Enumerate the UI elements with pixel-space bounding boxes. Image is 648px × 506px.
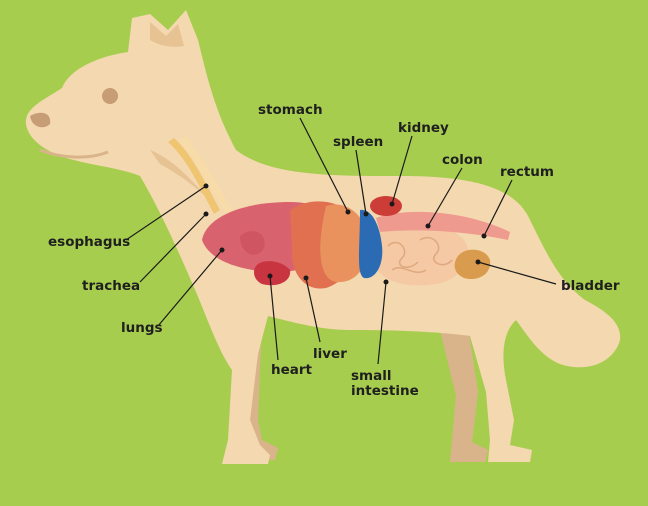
leader-lines — [125, 117, 557, 365]
labels: stomach spleen kidney colon rectum esoph… — [48, 102, 620, 399]
leader-trachea — [139, 213, 207, 283]
leader-heart — [269, 275, 279, 361]
small-intestine-organ — [369, 222, 469, 286]
colon-organ — [376, 211, 510, 240]
leader-liver — [305, 277, 321, 343]
nose — [30, 112, 51, 128]
organs — [202, 196, 510, 289]
label-small-intestine-line1: small — [351, 368, 391, 384]
leader-colon — [427, 167, 463, 227]
leader-stomach — [299, 117, 349, 213]
leader-small-intestine — [377, 281, 387, 365]
label-heart: heart — [271, 362, 313, 378]
leader-esophagus — [125, 185, 207, 241]
label-bladder: bladder — [561, 278, 620, 294]
leader-bladder — [477, 261, 557, 285]
leader-lungs — [157, 249, 223, 327]
bladder-organ — [454, 249, 491, 280]
leader-kidney — [391, 135, 413, 205]
spleen-organ — [359, 209, 383, 279]
intestine-coils — [387, 236, 453, 273]
leader-spleen — [355, 149, 367, 215]
label-stomach: stomach — [258, 102, 323, 118]
stomach-organ — [320, 204, 369, 283]
label-kidney: kidney — [398, 120, 449, 136]
leader-rectum — [483, 179, 513, 237]
esophagus-trachea — [168, 136, 234, 216]
label-small-intestine-line2: intestine — [351, 383, 419, 399]
heart-organ — [254, 261, 291, 286]
neck-shade — [150, 150, 220, 210]
label-spleen: spleen — [333, 134, 383, 150]
label-esophagus: esophagus — [48, 234, 130, 250]
head-details — [30, 22, 184, 159]
label-lungs: lungs — [121, 320, 163, 336]
label-colon: colon — [442, 152, 483, 168]
label-rectum: rectum — [500, 164, 554, 180]
label-trachea: trachea — [82, 278, 140, 294]
eye — [102, 88, 118, 104]
kidney-organ — [370, 196, 402, 216]
label-liver: liver — [313, 346, 347, 362]
